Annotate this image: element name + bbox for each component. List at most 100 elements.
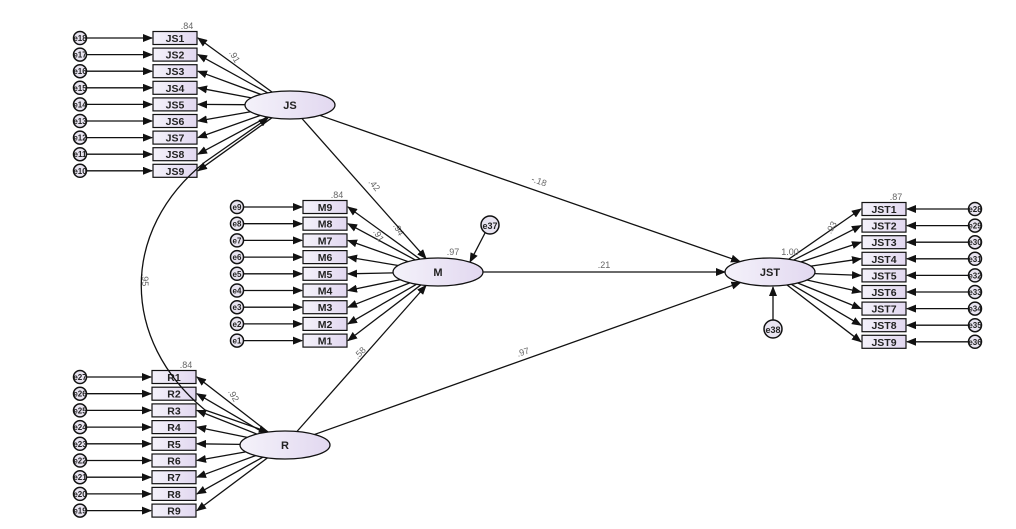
loading-arrow: [196, 409, 258, 435]
error-label: e28: [968, 205, 982, 214]
indicator-box-js4: [152, 80, 198, 95]
indicator-label: JS9: [166, 166, 185, 178]
path-coefficient-label: .42: [366, 177, 382, 193]
latent-label-m: M: [433, 267, 442, 279]
error-arrow-m: [469, 232, 486, 263]
error-circle-e37: [480, 215, 500, 235]
loading-arrow: [197, 85, 252, 99]
indicator-label: JS2: [166, 50, 185, 62]
loading-arrow: [788, 208, 862, 260]
indicator-label: M6: [318, 252, 333, 264]
loading-arrow: [197, 54, 268, 94]
path-coefficient-label: .97: [516, 345, 531, 358]
error-label: e9: [233, 203, 242, 212]
indicator-label: JS7: [166, 133, 185, 145]
covariance-label: .95: [140, 274, 150, 287]
indicator-label: R5: [167, 439, 181, 451]
error-label: e22: [73, 457, 87, 466]
latent-r: [239, 430, 331, 460]
loading-arrow: [196, 456, 264, 495]
indicator-label: R6: [167, 456, 181, 468]
indicator-label: R4: [167, 422, 181, 434]
indicator-label: R2: [167, 389, 181, 401]
error-label: e24: [73, 423, 87, 432]
error-label: e4: [233, 287, 242, 296]
indicator-box-r1: [151, 369, 197, 385]
indicator-label: JS4: [166, 83, 185, 95]
error-label: e33: [968, 288, 982, 297]
loading-arrow: [196, 451, 246, 463]
indicator-box-m2: [302, 316, 348, 331]
loading-arrow: [790, 283, 862, 326]
error-label: e34: [968, 305, 982, 314]
error-label: e8: [233, 220, 242, 229]
indicator-label: JS3: [166, 66, 185, 78]
latent-m: [392, 257, 484, 287]
error-label: e32: [968, 271, 982, 280]
loading-arrow: [197, 37, 273, 93]
error-label: e10: [73, 167, 87, 176]
indicator-label: R3: [167, 405, 181, 417]
path-r-m: [296, 284, 427, 432]
indicator-box-js8: [152, 147, 198, 162]
indicator-label: M5: [318, 269, 333, 281]
indicator-box-r8: [151, 486, 197, 501]
error-label: e30: [968, 238, 982, 247]
r2-label: 1.00: [781, 247, 799, 257]
error-label: e35: [968, 321, 982, 330]
path-coefficient-label: .21: [598, 260, 611, 270]
indicator-box-js2: [152, 47, 198, 62]
indicator-r2-label: .84: [181, 21, 194, 31]
loading-arrow: [196, 455, 256, 478]
indicator-label: R9: [167, 506, 181, 518]
error-label: e11: [74, 150, 87, 159]
indicator-box-r5: [151, 436, 197, 451]
indicator-box-r9: [151, 503, 197, 518]
loading-arrow: [347, 283, 417, 325]
indicator-box-m4: [302, 283, 348, 298]
loading-arrow: [814, 271, 862, 280]
indicator-box-js3: [152, 64, 198, 79]
indicator-label: JST3: [871, 237, 896, 249]
loading-arrow: [786, 284, 862, 343]
error-label: e12: [73, 134, 87, 143]
covariance-curve: [140, 161, 206, 411]
indicator-box-m3: [302, 300, 348, 315]
r2-label: .97: [447, 247, 460, 257]
indicator-box-m8: [302, 216, 348, 231]
loading-arrow: [806, 279, 862, 294]
indicator-label: M2: [318, 319, 333, 331]
indicator-box-m7: [302, 233, 348, 248]
indicator-box-m6: [302, 250, 348, 265]
error-label: e25: [73, 406, 87, 415]
loading-arrow: [810, 256, 862, 267]
error-label: e37: [482, 221, 497, 231]
error-label: e14: [73, 100, 87, 109]
indicator-r2-label: .84: [180, 360, 193, 370]
latent-label-r: R: [281, 440, 289, 452]
latent-label-js: JS: [283, 100, 296, 112]
loading-arrow: [197, 117, 273, 172]
error-label: e13: [73, 117, 87, 126]
indicator-label: JST8: [871, 320, 896, 332]
indicator-label: M8: [318, 219, 333, 231]
latent-label-jst: JST: [760, 267, 780, 279]
error-label: e1: [233, 337, 242, 346]
loading-arrow: [197, 114, 261, 139]
error-label: e31: [968, 255, 982, 264]
indicator-label: JST5: [871, 270, 896, 282]
path-js-m: [301, 118, 427, 260]
loading-arrow: [197, 111, 251, 124]
indicator-box-js6: [152, 113, 198, 129]
indicator-box-r6: [151, 453, 197, 468]
indicator-label: R7: [167, 472, 181, 484]
indicator-label: JST7: [871, 304, 896, 316]
indicator-label: M3: [318, 302, 333, 314]
error-label: e23: [73, 440, 87, 449]
covariance-arrow-r: [204, 409, 269, 433]
indicator-label: M7: [318, 235, 333, 247]
path-coefficient-label: .58: [352, 345, 368, 361]
indicator-box-m1: [302, 333, 348, 348]
loading-arrow: [347, 239, 409, 263]
